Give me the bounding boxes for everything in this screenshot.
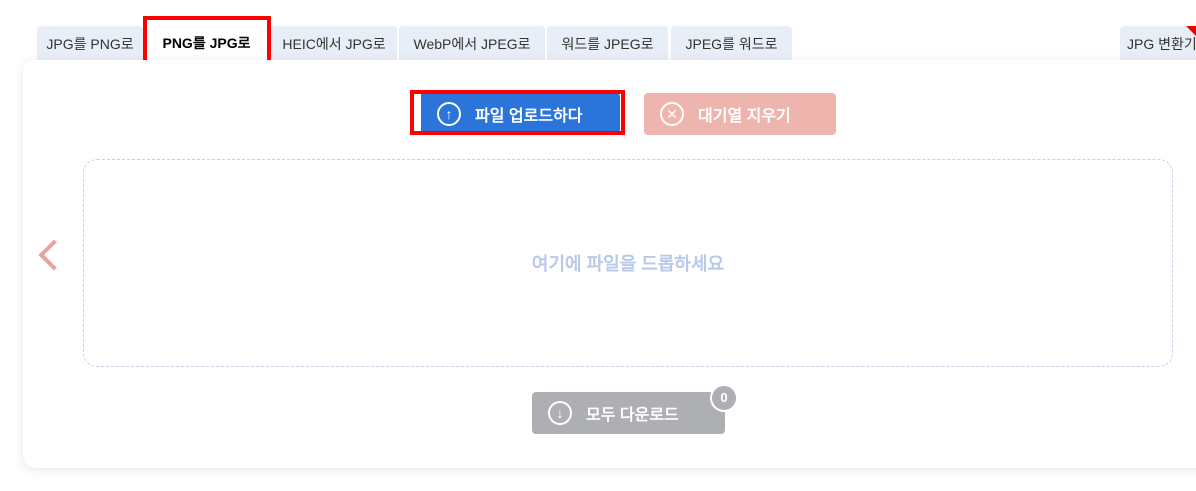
- close-circle-icon: ✕: [660, 102, 684, 126]
- tab-jpg-to-png[interactable]: JPG를 PNG로: [37, 26, 143, 60]
- download-all-button[interactable]: ↓ 모두 다운로드: [532, 392, 725, 434]
- tab-jpg-converter[interactable]: JPG 변환기: [1120, 26, 1196, 60]
- arrow-down-icon: ↓: [548, 401, 572, 425]
- tab-heic-to-jpg[interactable]: HEIC에서 JPG로: [271, 26, 397, 60]
- upload-label: 파일 업로드하다: [475, 108, 583, 125]
- clear-queue-button[interactable]: ✕ 대기열 지우기: [644, 93, 836, 135]
- tab-jpeg-to-word[interactable]: JPEG를 워드로: [671, 26, 792, 60]
- highlight-box: [410, 90, 625, 135]
- tab-word-to-jpeg[interactable]: 워드를 JPEG로: [547, 26, 668, 60]
- highlight-box: [143, 16, 271, 66]
- tab-webp-to-jpeg[interactable]: WebP에서 JPEG로: [399, 26, 545, 60]
- download-label: 모두 다운로드: [586, 407, 679, 424]
- upload-button[interactable]: ↑ 파일 업로드하다: [416, 93, 620, 135]
- tab-png-to-jpg[interactable]: PNG를 JPG로: [147, 20, 266, 62]
- clear-label: 대기열 지우기: [698, 108, 791, 125]
- download-count-badge: 0: [710, 384, 738, 412]
- corner-badge-icon: [1186, 26, 1196, 36]
- drop-zone-text: 여기에 파일을 드롭하세요: [531, 254, 725, 274]
- drop-zone[interactable]: 여기에 파일을 드롭하세요: [83, 159, 1173, 367]
- arrow-up-icon: ↑: [437, 102, 461, 126]
